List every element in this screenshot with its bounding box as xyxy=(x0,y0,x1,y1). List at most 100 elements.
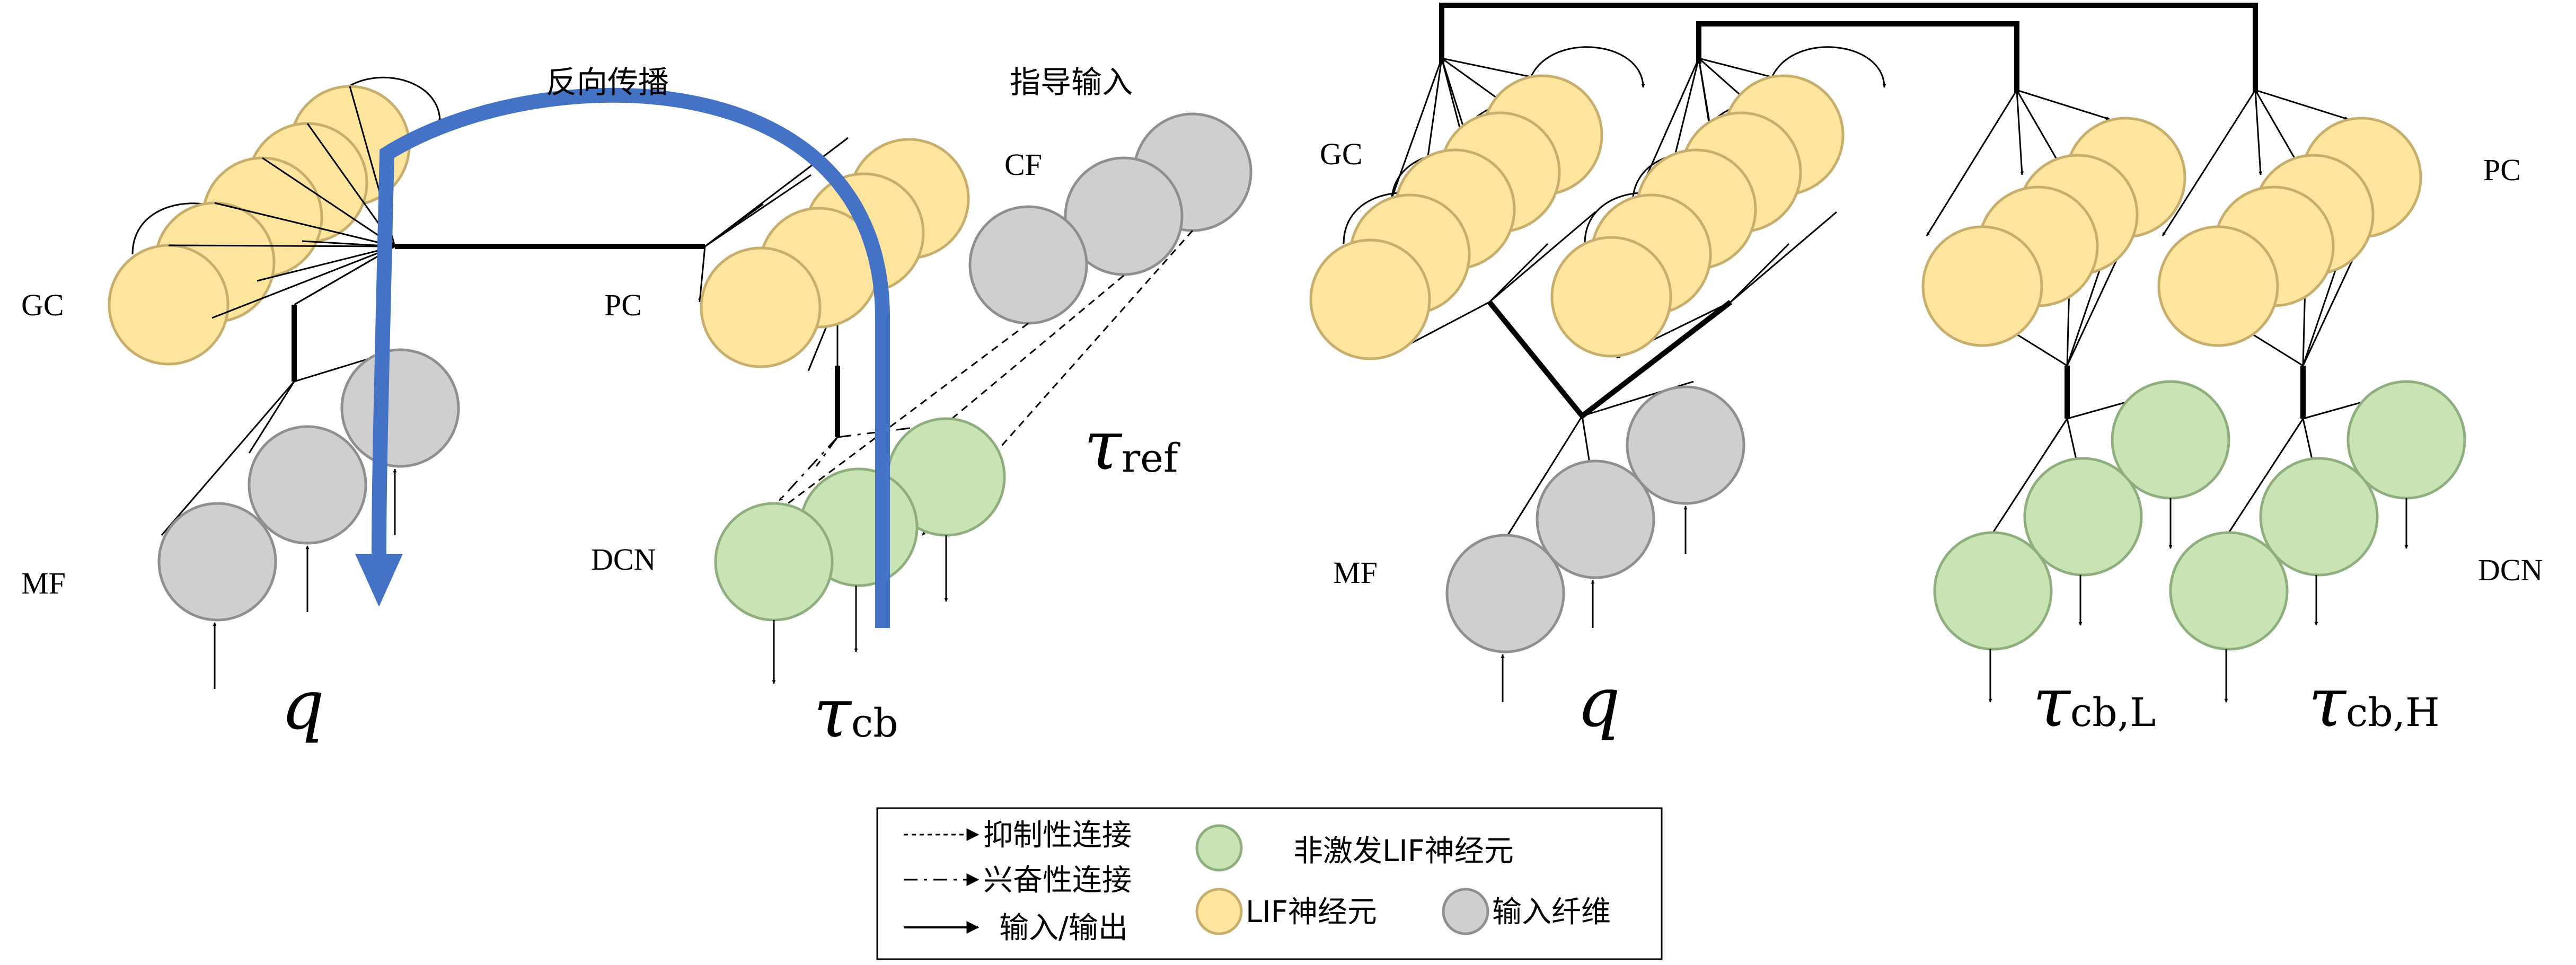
tau-cb-h-label: τcb,H xyxy=(2308,663,2440,742)
connection-line xyxy=(1767,46,1886,99)
neuron-circle xyxy=(2023,457,2143,577)
connection-line xyxy=(2255,89,2349,120)
neuron-circle xyxy=(714,502,834,622)
legend-lif-circle xyxy=(1195,888,1243,935)
neuron-circle xyxy=(340,348,460,468)
legend-frame xyxy=(876,807,1663,960)
connection-line xyxy=(1992,418,2068,533)
connection-line xyxy=(214,202,395,247)
connection-line xyxy=(1489,211,1596,303)
mf-input-arrows-right xyxy=(1501,506,1688,702)
connection-line xyxy=(1525,46,1645,99)
connection-line xyxy=(262,157,395,247)
connection-line xyxy=(2254,90,2263,175)
legend-io-label: 输入/输出 xyxy=(999,911,1128,945)
neuron-circle xyxy=(2157,225,2279,347)
backprop-label: 反向传播 xyxy=(546,64,669,100)
neuron-circle xyxy=(1445,534,1565,653)
connection-line xyxy=(1439,3,2258,93)
dcn-stack-right-h xyxy=(2169,380,2466,651)
cf-label: CF xyxy=(1004,147,1042,182)
pc-stack-right-l xyxy=(1921,117,2186,347)
neuron-circle xyxy=(1536,459,1655,579)
connection-line xyxy=(1696,21,2019,93)
legend-fiber-label: 输入纤维 xyxy=(1492,895,1611,929)
q-label-right: q xyxy=(1577,663,1620,742)
neuron-circle xyxy=(157,502,277,622)
connection-line xyxy=(921,230,1194,536)
neuron-circle xyxy=(1064,156,1184,276)
teaching-input-label: 指导输入 xyxy=(1010,64,1133,100)
top-bus xyxy=(1439,3,2258,93)
legend-lif-label: LIF神经元 xyxy=(1246,895,1377,929)
q-label-left: q xyxy=(281,666,324,745)
connection-line xyxy=(161,381,295,536)
connection-line xyxy=(2254,90,2296,160)
dcn-output-arrows-left xyxy=(772,535,948,684)
connection-line xyxy=(2162,90,2256,236)
legend: 抑制性连接 兴奋性连接 输入/输出 非激发LIF神经元 LIF神经元 输入纤维 xyxy=(876,807,1663,960)
connection-line xyxy=(815,437,839,467)
tau-cb-label-left: τcb xyxy=(814,674,898,753)
connection-line xyxy=(372,87,890,628)
dcn-label-right: DCN xyxy=(2478,553,2543,587)
connection-line xyxy=(1488,243,1549,303)
connection-line xyxy=(1730,243,1790,303)
connection-line xyxy=(2016,90,2058,160)
connection-line xyxy=(248,381,295,454)
connection-line xyxy=(2016,90,2024,175)
neuron-circle xyxy=(2169,531,2289,651)
mf-input-arrows xyxy=(213,468,397,689)
neuron-circle xyxy=(2259,457,2379,577)
neuron-circle xyxy=(1921,225,2043,347)
tau-ref-label: τref xyxy=(1084,406,1180,485)
gc-stack-right-1 xyxy=(1309,74,1603,360)
legend-nonspiking-circle xyxy=(1195,824,1243,872)
mf-label-right: MF xyxy=(1333,555,1378,590)
neuron-circle xyxy=(108,244,230,366)
tau-cb-l-label: τcb,L xyxy=(2033,663,2156,742)
connection-line xyxy=(698,246,706,303)
dcn-label-left: DCN xyxy=(591,542,656,577)
connection-line xyxy=(355,554,403,607)
connection-line xyxy=(752,322,1029,531)
io-lines-left xyxy=(161,244,705,536)
connection-line xyxy=(1502,415,1583,544)
connection-line xyxy=(1926,90,2018,236)
backprop-arrow xyxy=(355,87,890,628)
connection-line xyxy=(2016,89,2110,120)
legend-nonspiking-label: 非激发LIF神经元 xyxy=(1293,834,1514,869)
connection-line xyxy=(1581,415,1591,467)
connection-line xyxy=(704,174,811,247)
legend-excitatory-label: 兴奋性连接 xyxy=(983,863,1132,898)
pc-dcn-connector xyxy=(778,366,944,502)
gc-label-left: GC xyxy=(21,288,64,322)
gc-stack-right-2 xyxy=(1550,74,1845,358)
mf-label-left: MF xyxy=(21,566,66,600)
left-panel: GC PC MF DCN CF 反向传播 指导输入 q τref τcb xyxy=(21,64,1252,753)
dcn-output-arrows-right xyxy=(1988,498,2409,703)
pc-stack-right-h xyxy=(2157,117,2422,347)
neuron-circle xyxy=(1626,385,1745,505)
neuron-circle xyxy=(248,425,367,545)
right-panel: GC PC MF DCN q τcb,L τcb,H xyxy=(1309,3,2543,742)
connection-line xyxy=(1730,211,1837,303)
dcn-stack-right-l xyxy=(1933,380,2230,651)
connection-line xyxy=(704,137,849,247)
connection-line xyxy=(778,436,839,502)
neuron-circle xyxy=(1550,236,1672,358)
legend-fiber-circle xyxy=(1442,888,1489,935)
neuron-circle xyxy=(700,246,822,368)
neuron-circle xyxy=(968,205,1088,325)
pc-label-right: PC xyxy=(2483,153,2521,187)
gc-label-right: GC xyxy=(1320,137,1363,171)
cf-stack xyxy=(968,112,1252,325)
connection-line xyxy=(211,245,395,319)
legend-inhibitory-label: 抑制性连接 xyxy=(983,818,1132,853)
neuron-circle xyxy=(1933,531,2053,651)
mf-stack-left xyxy=(157,348,460,622)
connection-line xyxy=(168,244,395,247)
connection-line xyxy=(2228,418,2304,533)
pc-label-left: PC xyxy=(604,288,642,322)
